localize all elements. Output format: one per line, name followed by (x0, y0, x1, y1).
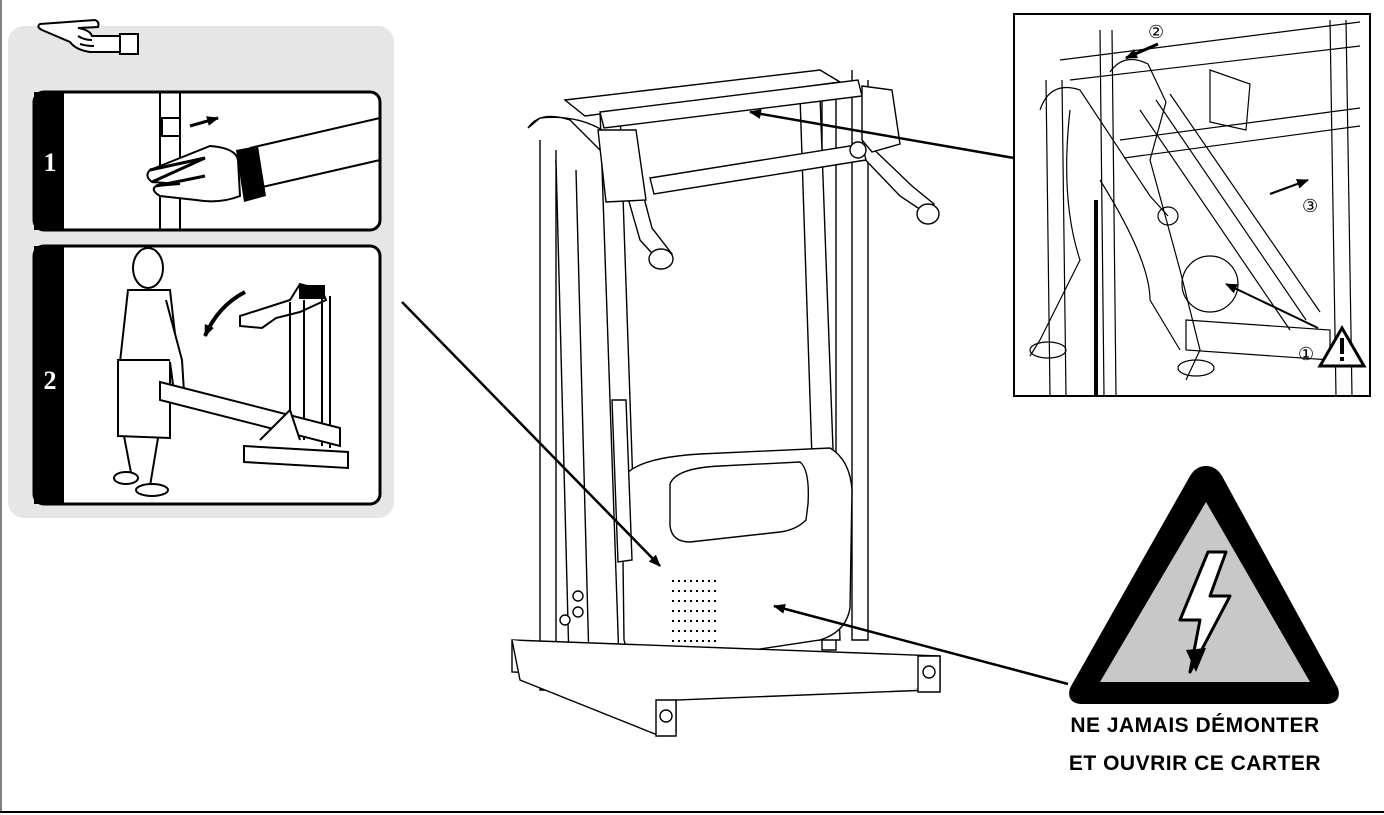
callout-1-arrow (1225, 283, 1319, 329)
warning-to-cover-arrow (773, 603, 1069, 686)
folding-instructions-panel (8, 18, 394, 518)
panel-to-cover-arrow (401, 301, 661, 567)
callout-3: ③ (1302, 196, 1318, 217)
high-voltage-icon (1178, 550, 1232, 674)
folded-treadmill-drawing (511, 69, 941, 737)
callout-2: ② (1148, 22, 1164, 43)
pointing-hand-icon (37, 18, 139, 55)
high-voltage-warning-sign (1069, 466, 1339, 704)
step-2-number: 2 (43, 366, 57, 395)
step-1-unlock (32, 90, 382, 232)
callout-1: ① (1298, 344, 1314, 365)
warning-text-line-2: ET OUVRIR CE CARTER (1068, 752, 1322, 775)
person-figure (113, 247, 186, 497)
detail-inset: ① ② ③ (1013, 13, 1371, 397)
inset-to-crossbar-arrow (749, 108, 1015, 160)
step-1-number: 1 (43, 148, 57, 177)
motor-vent-grid (672, 580, 716, 642)
step-2-fold (32, 244, 382, 506)
folding-treadmill (159, 282, 349, 470)
callout-2-arrow (1125, 42, 1159, 60)
warning-text-line-1: NE JAMAIS DÉMONTER (1070, 714, 1320, 737)
callout-3-arrow (1269, 179, 1309, 195)
caution-triangle-icon (1317, 325, 1367, 368)
